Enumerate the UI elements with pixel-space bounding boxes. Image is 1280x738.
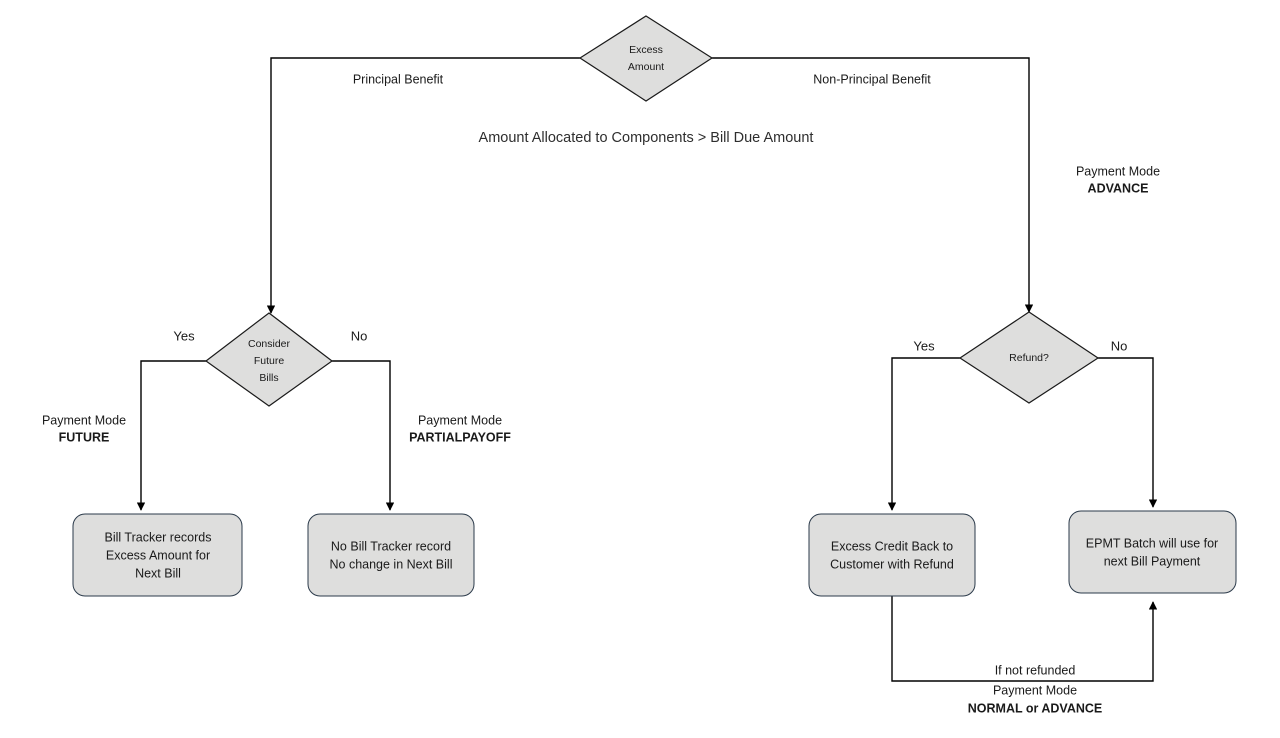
label-loop-value: NORMAL or ADVANCE [968,701,1103,715]
bill-tracker-records-line1: Bill Tracker records [105,530,212,544]
label-left-no: No [351,328,368,343]
bill-tracker-records-box [72,513,243,597]
node-refund[interactable]: Refund? [958,311,1100,404]
excess-credit-back-line1: Excess Credit Back to [831,539,953,553]
label-principal-benefit: Principal Benefit [353,72,444,86]
refund-label: Refund? [1009,352,1049,364]
label-partialpayoff-caption: Payment Mode [418,413,502,427]
bill-tracker-records-line3: Next Bill [135,566,181,580]
bill-tracker-records-line2: Excess Amount for [106,548,210,562]
epmt-batch-line1: EPMT Batch will use for [1086,536,1218,550]
refund-diamond [958,311,1100,404]
no-bill-tracker-line1: No Bill Tracker record [331,539,451,553]
excess-credit-back-box [808,513,976,597]
connector-left-no [332,360,395,511]
connector-excess-to-left [266,57,580,314]
label-advance-caption: Payment Mode [1076,164,1160,178]
consider-future-bills-diamond [204,312,334,407]
node-consider-future-bills[interactable]: Consider Future Bills [204,312,334,407]
node-epmt-batch[interactable]: EPMT Batch will use for next Bill Paymen… [1068,510,1237,594]
consider-future-bills-line3: Bills [259,372,278,384]
excess-amount-diamond [578,15,714,102]
label-right-no: No [1111,338,1128,353]
node-excess-credit-back[interactable]: Excess Credit Back to Customer with Refu… [808,513,976,597]
excess-credit-back-line2: Customer with Refund [830,557,954,571]
connector-feedback-loop [891,596,1158,682]
label-future-value: FUTURE [59,430,110,444]
label-loop-caption: Payment Mode [993,683,1077,697]
connector-left-yes [136,360,206,511]
connector-right-no [1098,357,1158,508]
excess-amount-line1: Excess [629,44,663,56]
epmt-batch-box [1068,510,1237,594]
label-partialpayoff-value: PARTIALPAYOFF [409,430,511,444]
node-bill-tracker-records[interactable]: Bill Tracker records Excess Amount for N… [72,513,243,597]
epmt-batch-line2: next Bill Payment [1104,554,1201,568]
consider-future-bills-line1: Consider [248,338,291,350]
connector-excess-to-right [712,57,1034,313]
no-bill-tracker-line2: No change in Next Bill [330,557,453,571]
label-if-not-refunded: If not refunded [995,663,1076,677]
connector-right-yes [887,357,960,511]
label-advance-value: ADVANCE [1088,181,1149,195]
excess-amount-line2: Amount [628,61,664,73]
consider-future-bills-line2: Future [254,355,285,367]
node-excess-amount[interactable]: Excess Amount [578,15,714,102]
node-no-bill-tracker[interactable]: No Bill Tracker record No change in Next… [307,513,475,597]
no-bill-tracker-box [307,513,475,597]
label-left-yes: Yes [173,328,195,343]
label-right-yes: Yes [913,338,935,353]
label-future-caption: Payment Mode [42,413,126,427]
banner-condition: Amount Allocated to Components > Bill Du… [479,130,814,146]
label-non-principal-benefit: Non-Principal Benefit [813,72,931,86]
